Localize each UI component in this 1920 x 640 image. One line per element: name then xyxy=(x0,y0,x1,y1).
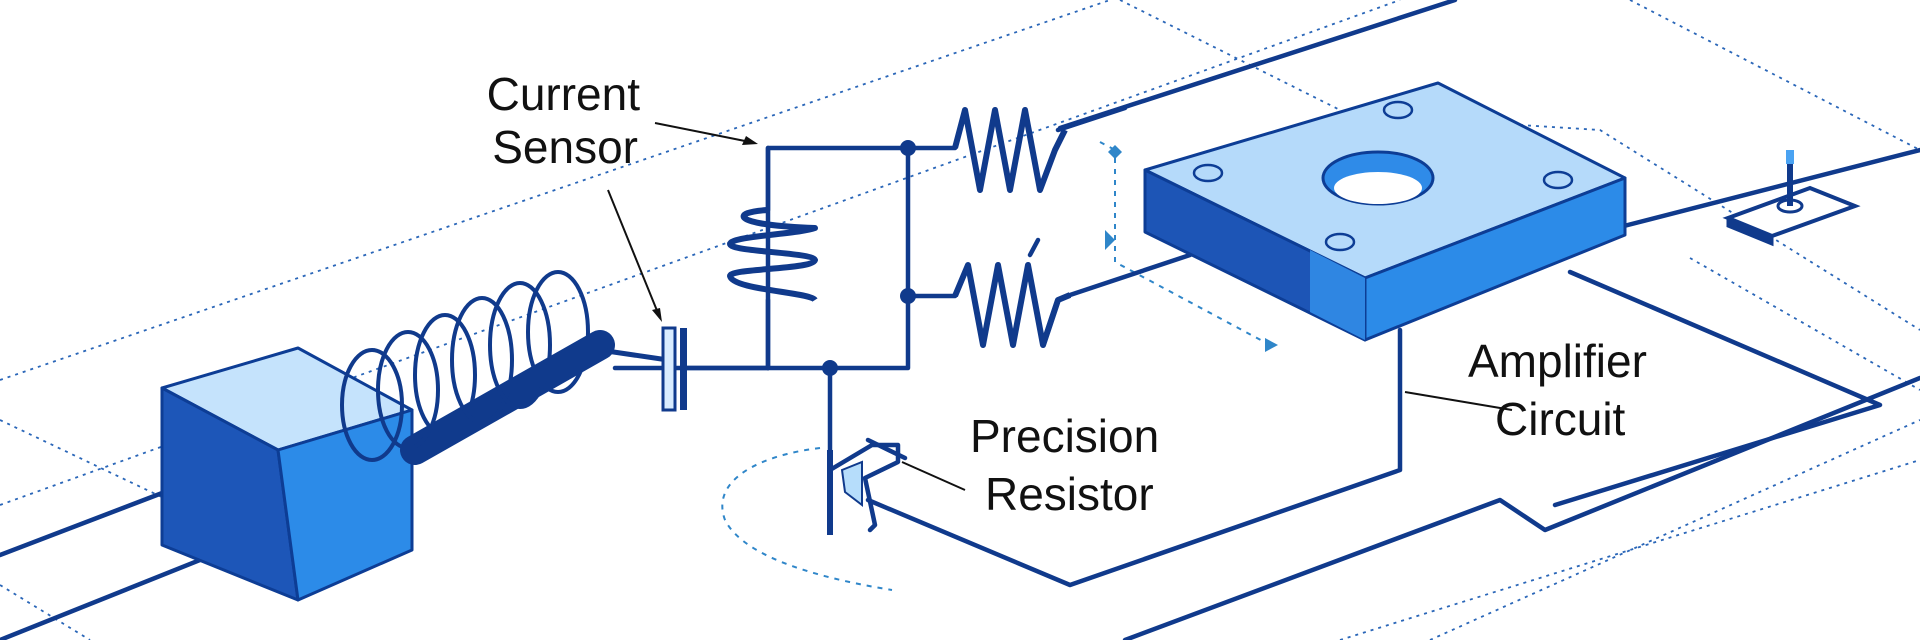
label-line: Circuit xyxy=(1495,393,1626,445)
solenoid-block xyxy=(160,346,414,602)
label-line: Amplifier xyxy=(1468,335,1647,387)
transistor-icon xyxy=(827,437,908,535)
label-line: Current xyxy=(487,68,641,120)
resistor-icon xyxy=(727,145,818,371)
amplifier-chip-icon xyxy=(1143,81,1627,342)
leader-lines xyxy=(607,122,1513,491)
label-current-sensor: Current Sensor xyxy=(487,68,641,173)
capacitor-icon xyxy=(661,326,771,412)
terminal-connector-icon xyxy=(1722,150,1861,247)
solenoid-coil-icon xyxy=(340,270,669,465)
resistor-icon xyxy=(952,237,1072,348)
label-amplifier-circuit: Amplifier Circuit xyxy=(1468,335,1647,445)
label-line: Sensor xyxy=(492,121,638,173)
label-precision-resistor: Precision Resistor xyxy=(970,410,1159,520)
label-line: Precision xyxy=(970,410,1159,462)
guide-markers xyxy=(1105,145,1278,352)
label-line: Resistor xyxy=(985,468,1154,520)
resistor-icon xyxy=(952,107,1068,193)
